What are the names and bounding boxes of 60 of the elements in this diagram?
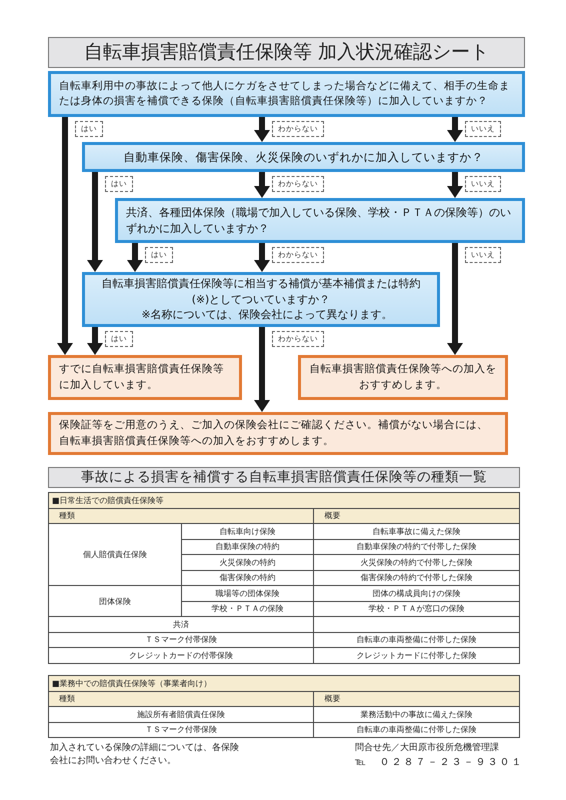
column-header: 種類 [48, 691, 314, 706]
question-box [82, 272, 440, 327]
question-box [82, 142, 525, 172]
table-cell: 自動車保険の特約 [181, 539, 314, 554]
table-cell: 学校・ＰＴＡが窓口の保険 [314, 601, 520, 616]
table-cell: 火災保険の特約 [181, 554, 314, 570]
question-text: 共済、各種団体保険（職場で加入している保険、学校・ＰＴＡの保険等）のいずれかに加入していますか？ [126, 204, 512, 236]
arrow [447, 243, 463, 355]
arrow [87, 327, 103, 355]
note-text: ※名称については、保険会社によって異なります。 [140, 307, 394, 323]
contact-text: 問合せ先／大田原市役所危機管理課 [355, 742, 500, 755]
table-cell: 火災保険の特約で付帯した保険 [314, 554, 520, 570]
table-cell: 団体保険 [48, 586, 182, 616]
table-cell: 自動車保険の特約で付帯した保険 [314, 539, 520, 554]
note-text: 加入されている保険の詳細については、各保険会社にお問い合わせください。 [50, 742, 240, 768]
column-header: 概要 [314, 508, 520, 524]
table-cell: 自転車向け保険 [181, 524, 314, 539]
table-cell: 学校・ＰＴＡの保険 [181, 601, 314, 616]
arrow [254, 117, 270, 142]
result-box [298, 355, 508, 400]
column-header: 概要 [314, 691, 520, 706]
result-text: 自転車損害賠償責任保険等への加入をおすすめします。 [309, 362, 497, 392]
table-cell: 業務活動中の事故に備えた保険 [314, 706, 520, 722]
table-cell: 傷害保険の特約で付帯した保険 [314, 570, 520, 586]
arrow [57, 117, 73, 355]
table-cell: ＴＳマーク付帯保険 [48, 722, 314, 738]
table-cell: 共済 [48, 616, 314, 632]
section-header: ■日常生活での賠償責任保険等 [48, 492, 520, 508]
phone-number: ℡ ０２８７－２３－９３０１ [355, 756, 525, 770]
arrow [87, 172, 103, 272]
table-cell: 自転車の車両整備に付帯した保険 [314, 632, 520, 648]
result-text: すでに自転車損害賠償責任保険等に加入しています。 [59, 362, 225, 392]
table-cell: クレジットカードの付帯保険 [48, 648, 314, 663]
section-heading: 事故による損害を補償する自転車損害賠償責任保険等の種類一覧 [48, 467, 520, 488]
table-cell: ＴＳマーク付帯保険 [48, 632, 314, 648]
table-cell: 傷害保険の特約 [181, 570, 314, 586]
arrow [127, 243, 143, 272]
table-cell: 自転車の車両整備に付帯した保険 [314, 722, 520, 738]
arrow [254, 172, 270, 198]
arrow [254, 327, 270, 412]
question-box [115, 198, 525, 243]
section-header: ■業務中での賠償責任保険等（事業者向け） [48, 676, 520, 691]
column-header: 種類 [48, 508, 314, 524]
table-cell: 自転車事故に備えた保険 [314, 524, 520, 539]
result-box [48, 412, 508, 455]
question-box [48, 71, 525, 117]
arrow [254, 243, 270, 272]
result-box [48, 355, 242, 400]
table-cell: 施設所有者賠償責任保険 [48, 706, 314, 722]
question-text: 自転車損害賠償責任保険等に相当する補償が基本補償または特約(※)としてついていますか？ [100, 276, 422, 308]
table-cell: 団体の構成員向けの保険 [314, 586, 520, 601]
table-cell: クレジットカードに付帯した保険 [314, 648, 520, 663]
table-cell: 個人賠償責任保険 [48, 524, 182, 586]
title-bar: 自転車損害賠償責任保険等 加入状況確認シート [48, 37, 525, 68]
question-text: 自動車保険、傷害保険、火災保険のいずれかに加入していますか？ [122, 148, 484, 166]
result-text: 保険証等をご用意のうえ、ご加入の保険会社にご確認ください。補償がない場合には、自転車損害賠償責任保険等への加入をおすすめします。 [59, 418, 489, 448]
arrow [447, 117, 463, 142]
table-cell: 職場等の団体保険 [181, 586, 314, 601]
arrow [447, 172, 463, 198]
question-text: 自転車利用中の事故によって他人にケガをさせてしまった場合などに備えて、相手の生命または身体の損害を補償できる保険（自転車損害賠償責任保険等）に加入していますか？ [59, 78, 511, 109]
